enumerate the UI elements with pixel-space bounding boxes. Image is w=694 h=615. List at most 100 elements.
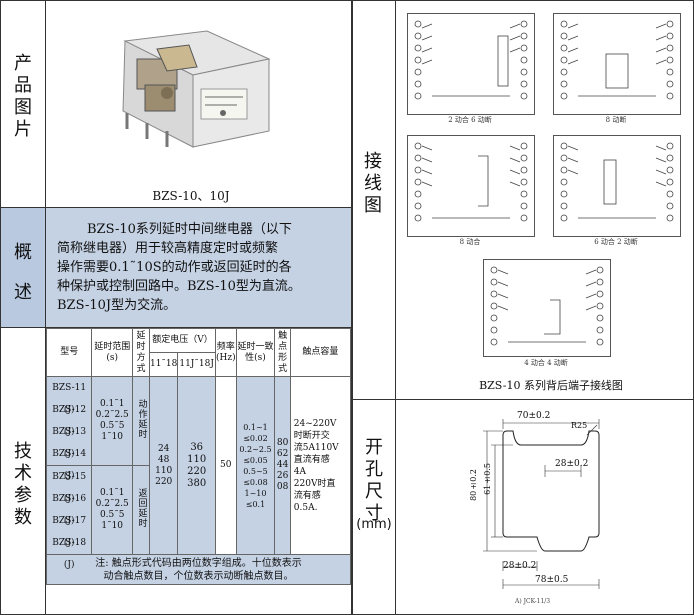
frequency-cell: 50	[214, 376, 237, 555]
row-divider-2	[1, 327, 351, 328]
cf-1: 80	[276, 438, 289, 448]
th-delay-mode: 延时方式	[132, 328, 150, 377]
model-bzs-11: BZS-11 (J)	[52, 383, 87, 415]
diagram-label-3: 8 动合	[459, 238, 481, 246]
cap-1: 24~220V	[293, 418, 337, 429]
cons-7: 1~10	[244, 488, 267, 498]
model-bzs-15: BZS-15 (J)	[52, 472, 87, 504]
group1-mode: 动作延时	[132, 376, 150, 466]
model-bzs-17: BZS-17 (J)	[52, 516, 87, 548]
cf-5: 08	[276, 482, 289, 492]
th-voltage-dc: 11˜18	[148, 352, 179, 377]
cons-6: ≤0.08	[243, 477, 268, 487]
dim-top: 70±0.2	[517, 411, 551, 421]
contact-form-cell: 80 62 44 26 08	[274, 376, 291, 555]
model-bzs-13: BZS-13 (J)	[52, 427, 87, 459]
group2-mode: 返回延时	[132, 465, 150, 555]
group1-models: BZS-11 (J) BZS-12 (J) BZS-13 (J) BZS-14 …	[45, 376, 93, 481]
group2-mode-text: 返回延时	[136, 488, 147, 528]
cap-7: 流有感	[293, 490, 321, 501]
right-label-divider	[395, 1, 396, 614]
voltage-dc-cell: 24 48 110 220	[148, 376, 179, 555]
cons-8: ≤0.1	[245, 499, 266, 509]
overview-line-3: 操作需要0.1˜10S的动作或返回延时的各	[57, 260, 292, 275]
model-bzs-16: BZS-16 (J)	[52, 494, 87, 526]
section-wiring: 接线图	[364, 151, 382, 216]
group1-mode-text: 动作延时	[136, 399, 147, 439]
wiring-diagram-4	[553, 135, 681, 237]
th-delay-consistency: 延时一致性(s)	[235, 328, 276, 377]
diagram-label-2: 8 动断	[605, 116, 627, 124]
section-product-image: 产品图片	[14, 53, 32, 140]
vac-2: 110	[187, 453, 207, 465]
vdc-2: 48	[157, 454, 170, 465]
cf-4: 26	[276, 471, 289, 481]
diagram-label-5: 4 动合 4 动断	[524, 359, 568, 367]
vdc-1: 24	[157, 443, 170, 454]
section-overview: 概述	[14, 242, 32, 303]
cap-4: 直流有感	[293, 454, 330, 465]
overview-line-5: BZS-10J型为交流。	[57, 298, 177, 313]
cap-5: 4A	[293, 466, 306, 477]
note-line-2: 动合触点数目，个位数表示动断触点数目。	[103, 570, 294, 582]
cap-2: 时断开交	[293, 430, 330, 441]
model-bzs-18: BZS-18 (J)	[52, 538, 87, 570]
product-caption: BZS-10、10J	[152, 189, 230, 203]
note-line-1: 注: 触点形式代码由两位数字组成。十位数表示	[95, 557, 302, 569]
vdc-4: 220	[155, 476, 173, 487]
cons-1: 0.1~1	[243, 422, 268, 432]
cf-2: 62	[276, 449, 289, 459]
th-delay-range: 延时范围(s)	[91, 328, 134, 377]
th-voltage-ac: 11J˜18J	[177, 352, 216, 377]
th-model: 型号	[45, 328, 93, 377]
section-cutout: 开孔尺寸	[365, 437, 383, 524]
wiring-diagram-3	[407, 135, 535, 237]
group1-range-2: 0.2˜2.5	[95, 410, 129, 420]
capacity-cell: 24~220V 时断开交 流5A110V 直流有感 4A 220V时直 流有感 …	[289, 376, 352, 555]
cap-3: 流5A110V	[293, 442, 339, 453]
group2-ranges: 0.1˜1 0.2˜2.5 0.5˜5 1˜10	[91, 465, 134, 555]
left-label-divider	[45, 1, 46, 614]
cf-3: 44	[276, 460, 289, 470]
diagram-label-4: 6 动合 2 动断	[594, 238, 638, 246]
vdc-3: 110	[155, 465, 173, 476]
th-rated-voltage: 额定电压（V）	[148, 328, 216, 353]
wiring-diagram-1	[407, 13, 535, 115]
diagram-label-1: 2 动合 6 动断	[448, 116, 492, 124]
group2-range-3: 0.5˜5	[99, 510, 125, 520]
spec-table: 型号 延时范围(s) 延时方式 额定电压（V） 频率(Hz) 延时一致性(s) …	[45, 328, 352, 585]
th-frequency: 频率(Hz)	[214, 328, 237, 377]
th-contact-form: 触点形式	[274, 328, 291, 377]
cap-6: 220V时直	[293, 478, 336, 489]
group1-range-1: 0.1˜1	[99, 399, 125, 409]
cons-5: 0.5~5	[243, 466, 268, 476]
center-divider-2	[352, 1, 353, 614]
consistency-cell: 0.1~1 ≤0.02 0.2~2.5 ≤0.05 0.5~5 ≤0.08 1~…	[235, 376, 276, 555]
cutout-drawing	[463, 405, 633, 605]
overview-line-4: 种保护或控制回路中。BZS-10型为直流。	[57, 279, 301, 294]
vac-1: 36	[190, 441, 204, 453]
table-note: 注: 触点形式代码由两位数字组成。十位数表示 动合触点数目，个位数表示动断触点数…	[46, 554, 351, 585]
voltage-ac-cell: 36 110 220 380	[177, 376, 216, 555]
overview-line-2: 简称继电器）用于较高精度定时或频繁	[57, 241, 279, 256]
relay-product-photo	[97, 19, 287, 169]
dim-radius: R25	[571, 421, 588, 430]
figure-label: A) JCK-11/3	[515, 598, 551, 605]
vac-3: 220	[187, 465, 207, 477]
section-specs: 技术参数	[14, 441, 32, 528]
dim-height-outer: 80±0.2	[469, 469, 478, 501]
group1-range-4: 1˜10	[101, 432, 124, 442]
group2-models: BZS-15 (J) BZS-16 (J) BZS-17 (J) BZS-18 …	[45, 465, 93, 570]
th-contact-capacity: 触点容量	[289, 328, 352, 377]
wiring-caption: BZS-10 系列背后端子接线图	[479, 379, 623, 392]
cap-8: 0.5A.	[293, 502, 318, 513]
cons-4: ≤0.05	[243, 455, 268, 465]
group1-range-3: 0.5˜5	[99, 421, 125, 431]
row-divider-1	[1, 207, 351, 208]
group2-range-1: 0.1˜1	[99, 488, 125, 498]
dim-bottom: 78±0.5	[535, 575, 569, 585]
dim-height-inner: 61±0.5	[483, 463, 492, 495]
row-divider-right	[353, 399, 693, 400]
vac-4: 380	[187, 477, 207, 489]
